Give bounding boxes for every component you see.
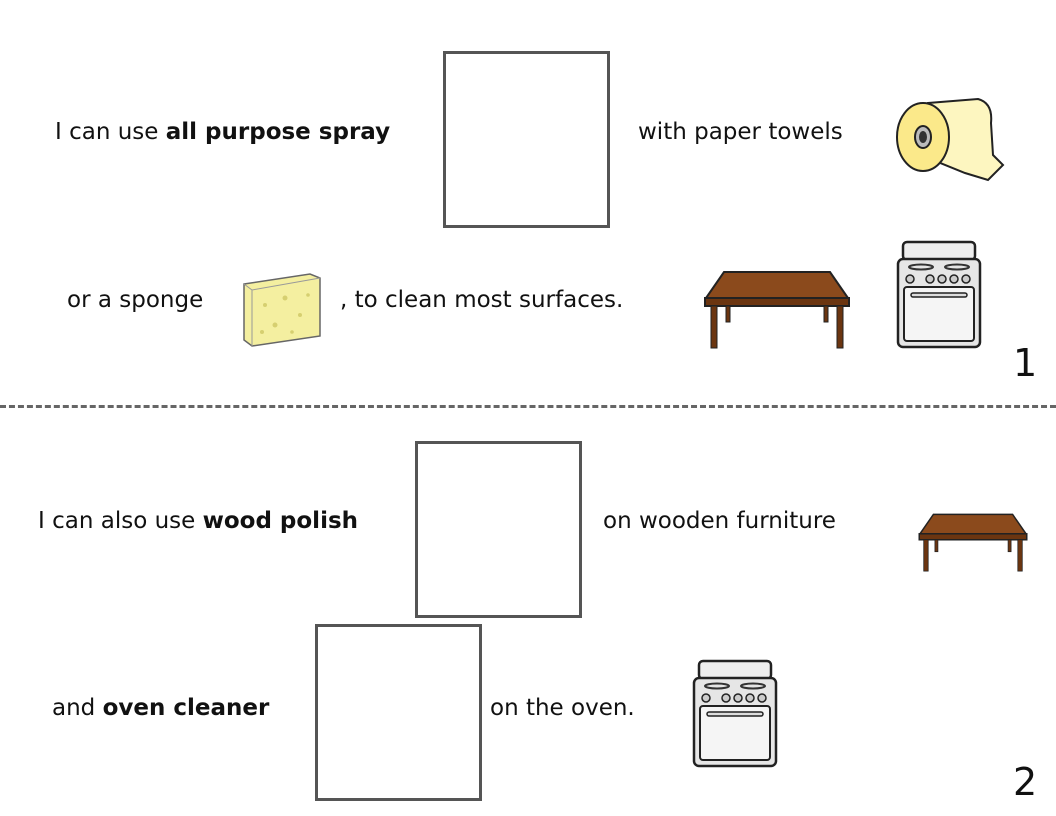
picture-drop-box[interactable] (443, 51, 610, 228)
sponge-icon (243, 273, 321, 347)
picture-drop-box[interactable] (415, 441, 582, 618)
oven-icon (692, 659, 778, 768)
cut-line-divider (0, 405, 1056, 408)
bold-term: wood polish (202, 508, 359, 534)
text: I can also use (38, 508, 203, 534)
sentence-line: and oven cleaner (52, 693, 269, 723)
text: , to clean most surfaces. (340, 287, 624, 313)
text: with paper towels (638, 119, 843, 145)
text: or a sponge (67, 287, 204, 313)
sentence-line: I can also use wood polish (38, 506, 358, 536)
page-number: 1 (1013, 341, 1038, 385)
text: I can use (55, 119, 166, 145)
text: on wooden furniture (603, 508, 836, 534)
text: on the oven. (490, 695, 635, 721)
table-icon (918, 513, 1028, 572)
picture-drop-box[interactable] (315, 624, 482, 801)
oven-icon (896, 240, 982, 349)
page-number: 2 (1013, 760, 1038, 804)
bold-term: all purpose spray (165, 119, 391, 145)
table-icon (704, 271, 850, 349)
paper-towel-icon (896, 97, 1005, 182)
text: and (52, 695, 103, 721)
sentence-line: I can use all purpose spray (55, 117, 390, 147)
bold-term: oven cleaner (102, 695, 270, 721)
